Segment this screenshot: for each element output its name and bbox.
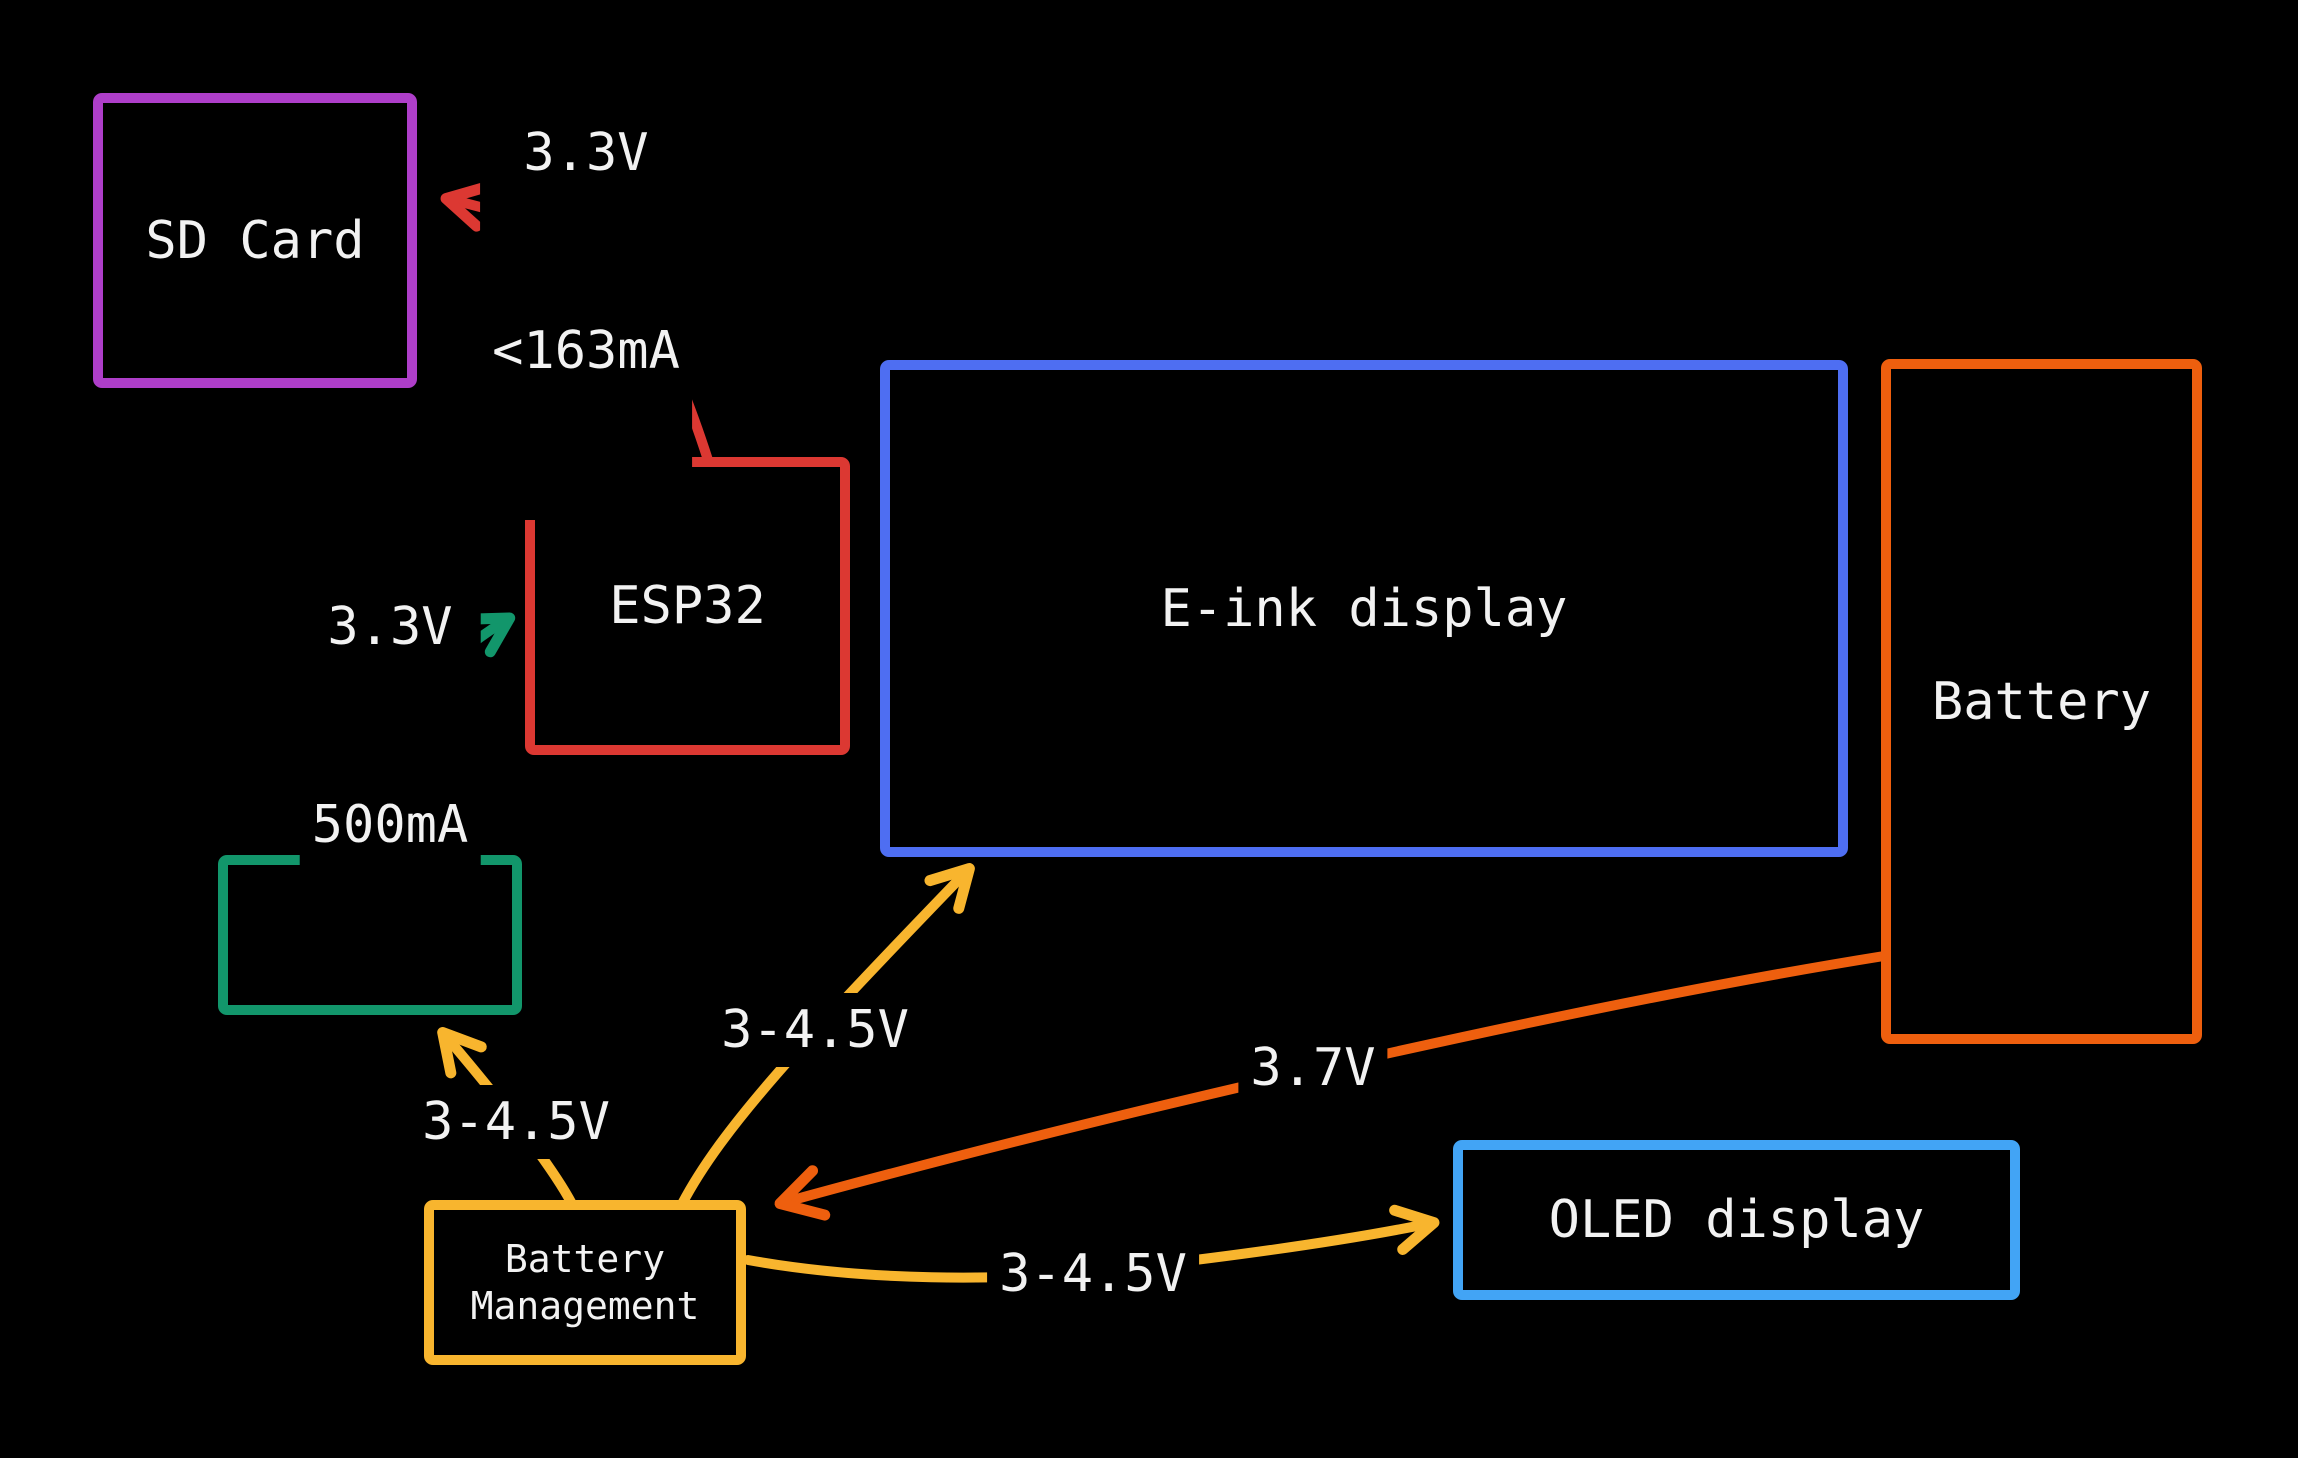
battery-management-label-line2: Management [470, 1283, 700, 1328]
label-ldo-to-esp32: 3.3V 500mA [299, 458, 481, 994]
esp32-label: ESP32 [609, 576, 766, 636]
battery-label: Battery [1931, 671, 2152, 732]
label-bm-to-oled: 3-4.5V [987, 1237, 1199, 1311]
label-bm-to-eink: 3-4.5V [709, 993, 921, 1067]
eink-display-box: E-ink display [880, 360, 1848, 857]
label-bm-to-ldo: 3-4.5V [410, 1085, 622, 1159]
battery-management-label-line1: Battery [504, 1236, 666, 1281]
oled-display-box: OLED display [1453, 1140, 2020, 1300]
label-ldo-to-esp32-voltage: 3.3V [327, 597, 453, 657]
arrow-bm-to-eink [677, 863, 975, 1209]
battery-management-box: Battery Management [424, 1200, 746, 1365]
eink-display-label: E-ink display [1160, 578, 1568, 639]
oled-display-label: OLED display [1548, 1190, 1925, 1250]
label-esp32-to-sd: 3.3V <163mA [480, 0, 692, 520]
battery-management-label: Battery Management [434, 1236, 736, 1330]
sd-card-label: SD Card [145, 210, 365, 271]
label-battery-to-bm: 3.7V [1238, 1031, 1388, 1105]
battery-box: Battery [1881, 359, 2202, 1044]
label-esp32-to-sd-current: <163mA [492, 321, 680, 381]
sd-card-box: SD Card [93, 93, 417, 388]
label-ldo-to-esp32-current: 500mA [311, 795, 469, 855]
label-esp32-to-sd-voltage: 3.3V [523, 123, 649, 183]
